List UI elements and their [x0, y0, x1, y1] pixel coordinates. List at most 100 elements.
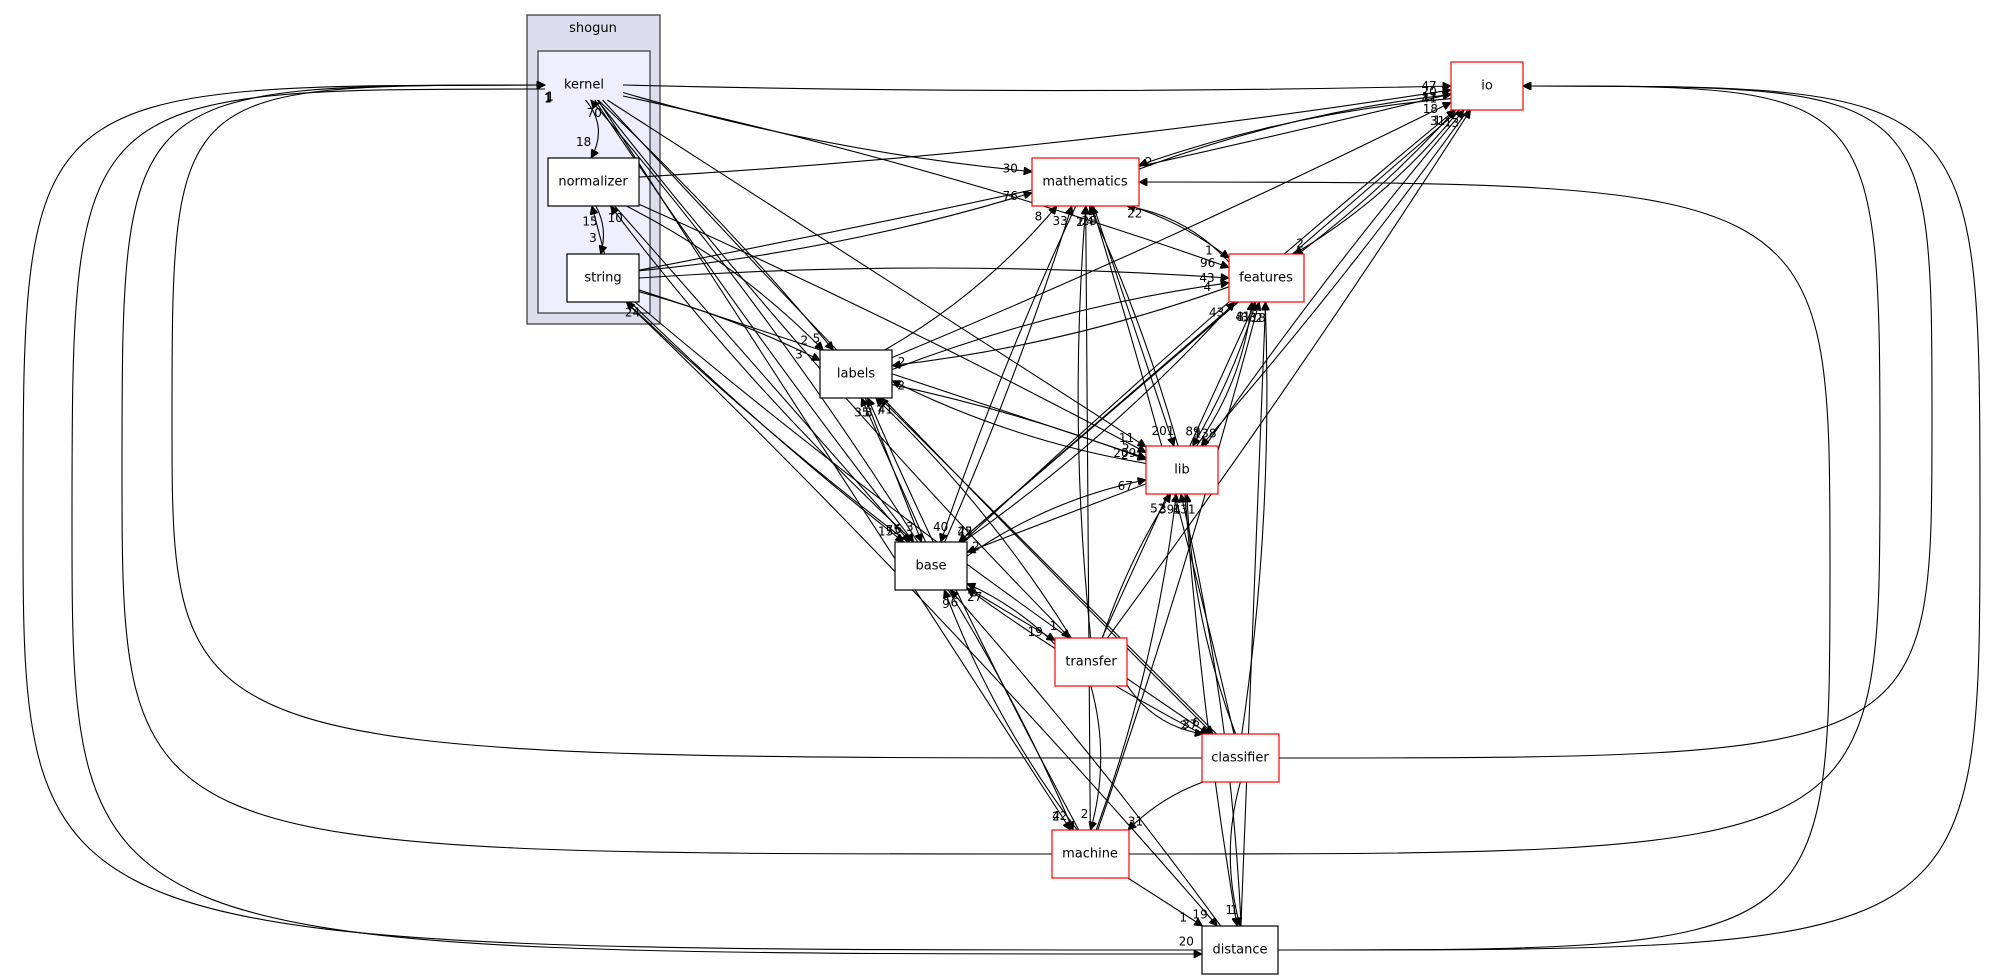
edge-transfer-to-mathematics[interactable]	[1077, 206, 1092, 639]
edge-distance-to-lib[interactable]	[1181, 494, 1242, 927]
edge-distance-to-features[interactable]	[1240, 302, 1266, 927]
edge-label-normalizer-to-base: 75	[886, 523, 901, 537]
edge-base-to-mathematics[interactable]	[944, 206, 1072, 543]
edge-distance-to-base[interactable]	[950, 590, 1222, 927]
edge-label-transfer-to-classifier: 2	[1180, 718, 1188, 732]
edge-kernel-to-io[interactable]	[622, 85, 1451, 92]
edge-transfer-to-labels[interactable]	[876, 398, 1072, 639]
edge-lib-to-features[interactable]	[1196, 302, 1252, 447]
edge-base-to-kernel[interactable]	[591, 100, 919, 543]
edge-kernel-to-machine[interactable]	[597, 99, 1071, 830]
edge-machine-to-labels[interactable]	[868, 398, 1080, 831]
node-machine[interactable]: machine	[1051, 829, 1130, 879]
edge-label-mathematics-to-base: 40	[933, 520, 948, 534]
node-base[interactable]: base	[894, 541, 968, 591]
edge-mathematics-to-base[interactable]	[941, 205, 1077, 542]
edge-label-base-to-transfer: 19	[1028, 625, 1043, 639]
edge-machine-to-distance[interactable]	[1127, 877, 1203, 926]
node-normalizer[interactable]: normalizer	[547, 157, 640, 207]
edge-machine-to-mathematics[interactable]	[1086, 206, 1091, 831]
edge-base-to-io[interactable]	[962, 110, 1455, 543]
edge-classifier-to-machine[interactable]	[1128, 781, 1204, 830]
edge-string-to-base[interactable]	[629, 301, 903, 542]
edge-normalizer-to-lib[interactable]	[638, 203, 1146, 453]
edge-label-base-to-lib: 67	[1118, 479, 1133, 493]
edge-features-to-io[interactable]	[1297, 110, 1455, 255]
edge-kernel-to-distance[interactable]	[71, 88, 1202, 954]
edge-base-to-normalizer[interactable]	[611, 206, 915, 543]
edge-labels-to-mathematics[interactable]	[884, 206, 1057, 351]
edge-labels-to-features[interactable]	[891, 283, 1229, 371]
edge-mathematics-to-lib[interactable]	[1092, 205, 1175, 446]
edge-transfer-to-io[interactable]	[1107, 110, 1471, 639]
edge-label-machine-to-base: 9	[942, 597, 950, 611]
node-labels[interactable]: labels	[819, 349, 893, 399]
node-mathematics[interactable]: mathematics	[1031, 157, 1140, 207]
edge-kernel-to-features[interactable]	[622, 95, 1229, 267]
node-lib[interactable]: lib	[1145, 445, 1219, 495]
edge-lib-to-labels[interactable]	[892, 380, 1147, 464]
edge-label-labels-to-io: 18	[1423, 102, 1438, 116]
edge-transfer-to-base[interactable]	[967, 584, 1056, 645]
edge-io-to-mathematics[interactable]	[1139, 98, 1452, 166]
edge-labels-to-io[interactable]	[891, 101, 1451, 359]
node-io[interactable]: io	[1450, 61, 1524, 111]
edge-base-to-features[interactable]	[962, 302, 1235, 543]
edge-base-to-lib[interactable]	[966, 480, 1146, 557]
node-transfer[interactable]: transfer	[1054, 637, 1128, 687]
edge-machine-to-base[interactable]	[944, 590, 1078, 831]
edge-normalizer-to-labels[interactable]	[626, 205, 823, 350]
edge-label-mathematics-to-features: 1	[1205, 244, 1213, 258]
edge-lib-to-io[interactable]	[1204, 110, 1464, 447]
edge-label-kernel-to-mathematics: 30	[1003, 162, 1018, 176]
node-labels-label: labels	[837, 367, 875, 382]
edge-lib-to-mathematics[interactable]	[1090, 206, 1179, 447]
edge-classifier-to-labels[interactable]	[880, 398, 1217, 735]
edge-machine-to-kernel[interactable]	[121, 85, 1053, 855]
edge-string-to-distance[interactable]	[625, 301, 1218, 926]
edge-distance-to-mathematics[interactable]	[1139, 182, 1831, 951]
edge-machine-to-lib[interactable]	[1095, 494, 1176, 831]
edge-label-string-to-distance: 19	[1193, 907, 1208, 921]
edge-classifier-to-io[interactable]	[1278, 86, 1933, 759]
edge-lib-to-base[interactable]	[967, 483, 1147, 552]
edge-string-to-mathematics[interactable]	[638, 193, 1032, 272]
edge-label-classifier-to-mathematics: 4	[1086, 215, 1094, 229]
edge-string-to-features[interactable]	[638, 267, 1229, 278]
edge-labels-to-lib[interactable]	[891, 384, 1146, 460]
edge-io-to-lib[interactable]	[1201, 109, 1469, 446]
edge-classifier-to-features[interactable]	[1241, 302, 1267, 735]
edge-base-to-machine[interactable]	[947, 589, 1073, 830]
edge-normalizer-to-base[interactable]	[614, 205, 910, 542]
edge-machine-to-features[interactable]	[1097, 302, 1259, 831]
edge-kernel-to-mathematics[interactable]	[622, 91, 1032, 172]
edge-machine-to-io[interactable]	[1128, 86, 1881, 855]
node-classifier[interactable]: classifier	[1201, 733, 1280, 783]
edge-label-io-to-lib: 138	[1194, 427, 1217, 441]
edge-features-to-mathematics[interactable]	[1127, 206, 1230, 263]
node-kernel-label: kernel	[564, 78, 604, 93]
edge-string-to-labels[interactable]	[638, 291, 820, 361]
node-machine-label: machine	[1062, 847, 1118, 862]
edge-string-to-normalizer[interactable]	[592, 206, 606, 255]
edge-normalizer-to-io[interactable]	[638, 90, 1451, 178]
edge-classifier-to-lib[interactable]	[1187, 494, 1237, 735]
node-distance[interactable]: distance	[1201, 925, 1279, 975]
edge-features-to-labels[interactable]	[892, 286, 1230, 366]
edge-distance-to-kernel[interactable]	[22, 85, 1203, 951]
edge-label-string-to-lib: 209	[1113, 446, 1136, 460]
edge-classifier-to-kernel[interactable]	[171, 85, 1203, 759]
edge-distance-to-io[interactable]	[1277, 86, 1981, 951]
edge-base-to-labels[interactable]	[861, 398, 927, 543]
edge-features-to-lib[interactable]	[1192, 301, 1257, 446]
edge-base-to-string[interactable]	[626, 302, 909, 543]
node-kernel[interactable]: kernel	[564, 78, 604, 93]
node-string[interactable]: string	[566, 253, 640, 303]
edge-kernel-to-normalizer[interactable]	[585, 99, 599, 158]
edge-kernel-to-lib[interactable]	[607, 99, 1146, 447]
edge-features-to-base[interactable]	[959, 301, 1239, 542]
edge-mathematics-to-features[interactable]	[1130, 205, 1229, 258]
node-features[interactable]: features	[1228, 253, 1305, 303]
edge-transfer-to-classifier[interactable]	[1126, 684, 1203, 734]
edge-label-base-to-io: 1	[1433, 114, 1441, 128]
